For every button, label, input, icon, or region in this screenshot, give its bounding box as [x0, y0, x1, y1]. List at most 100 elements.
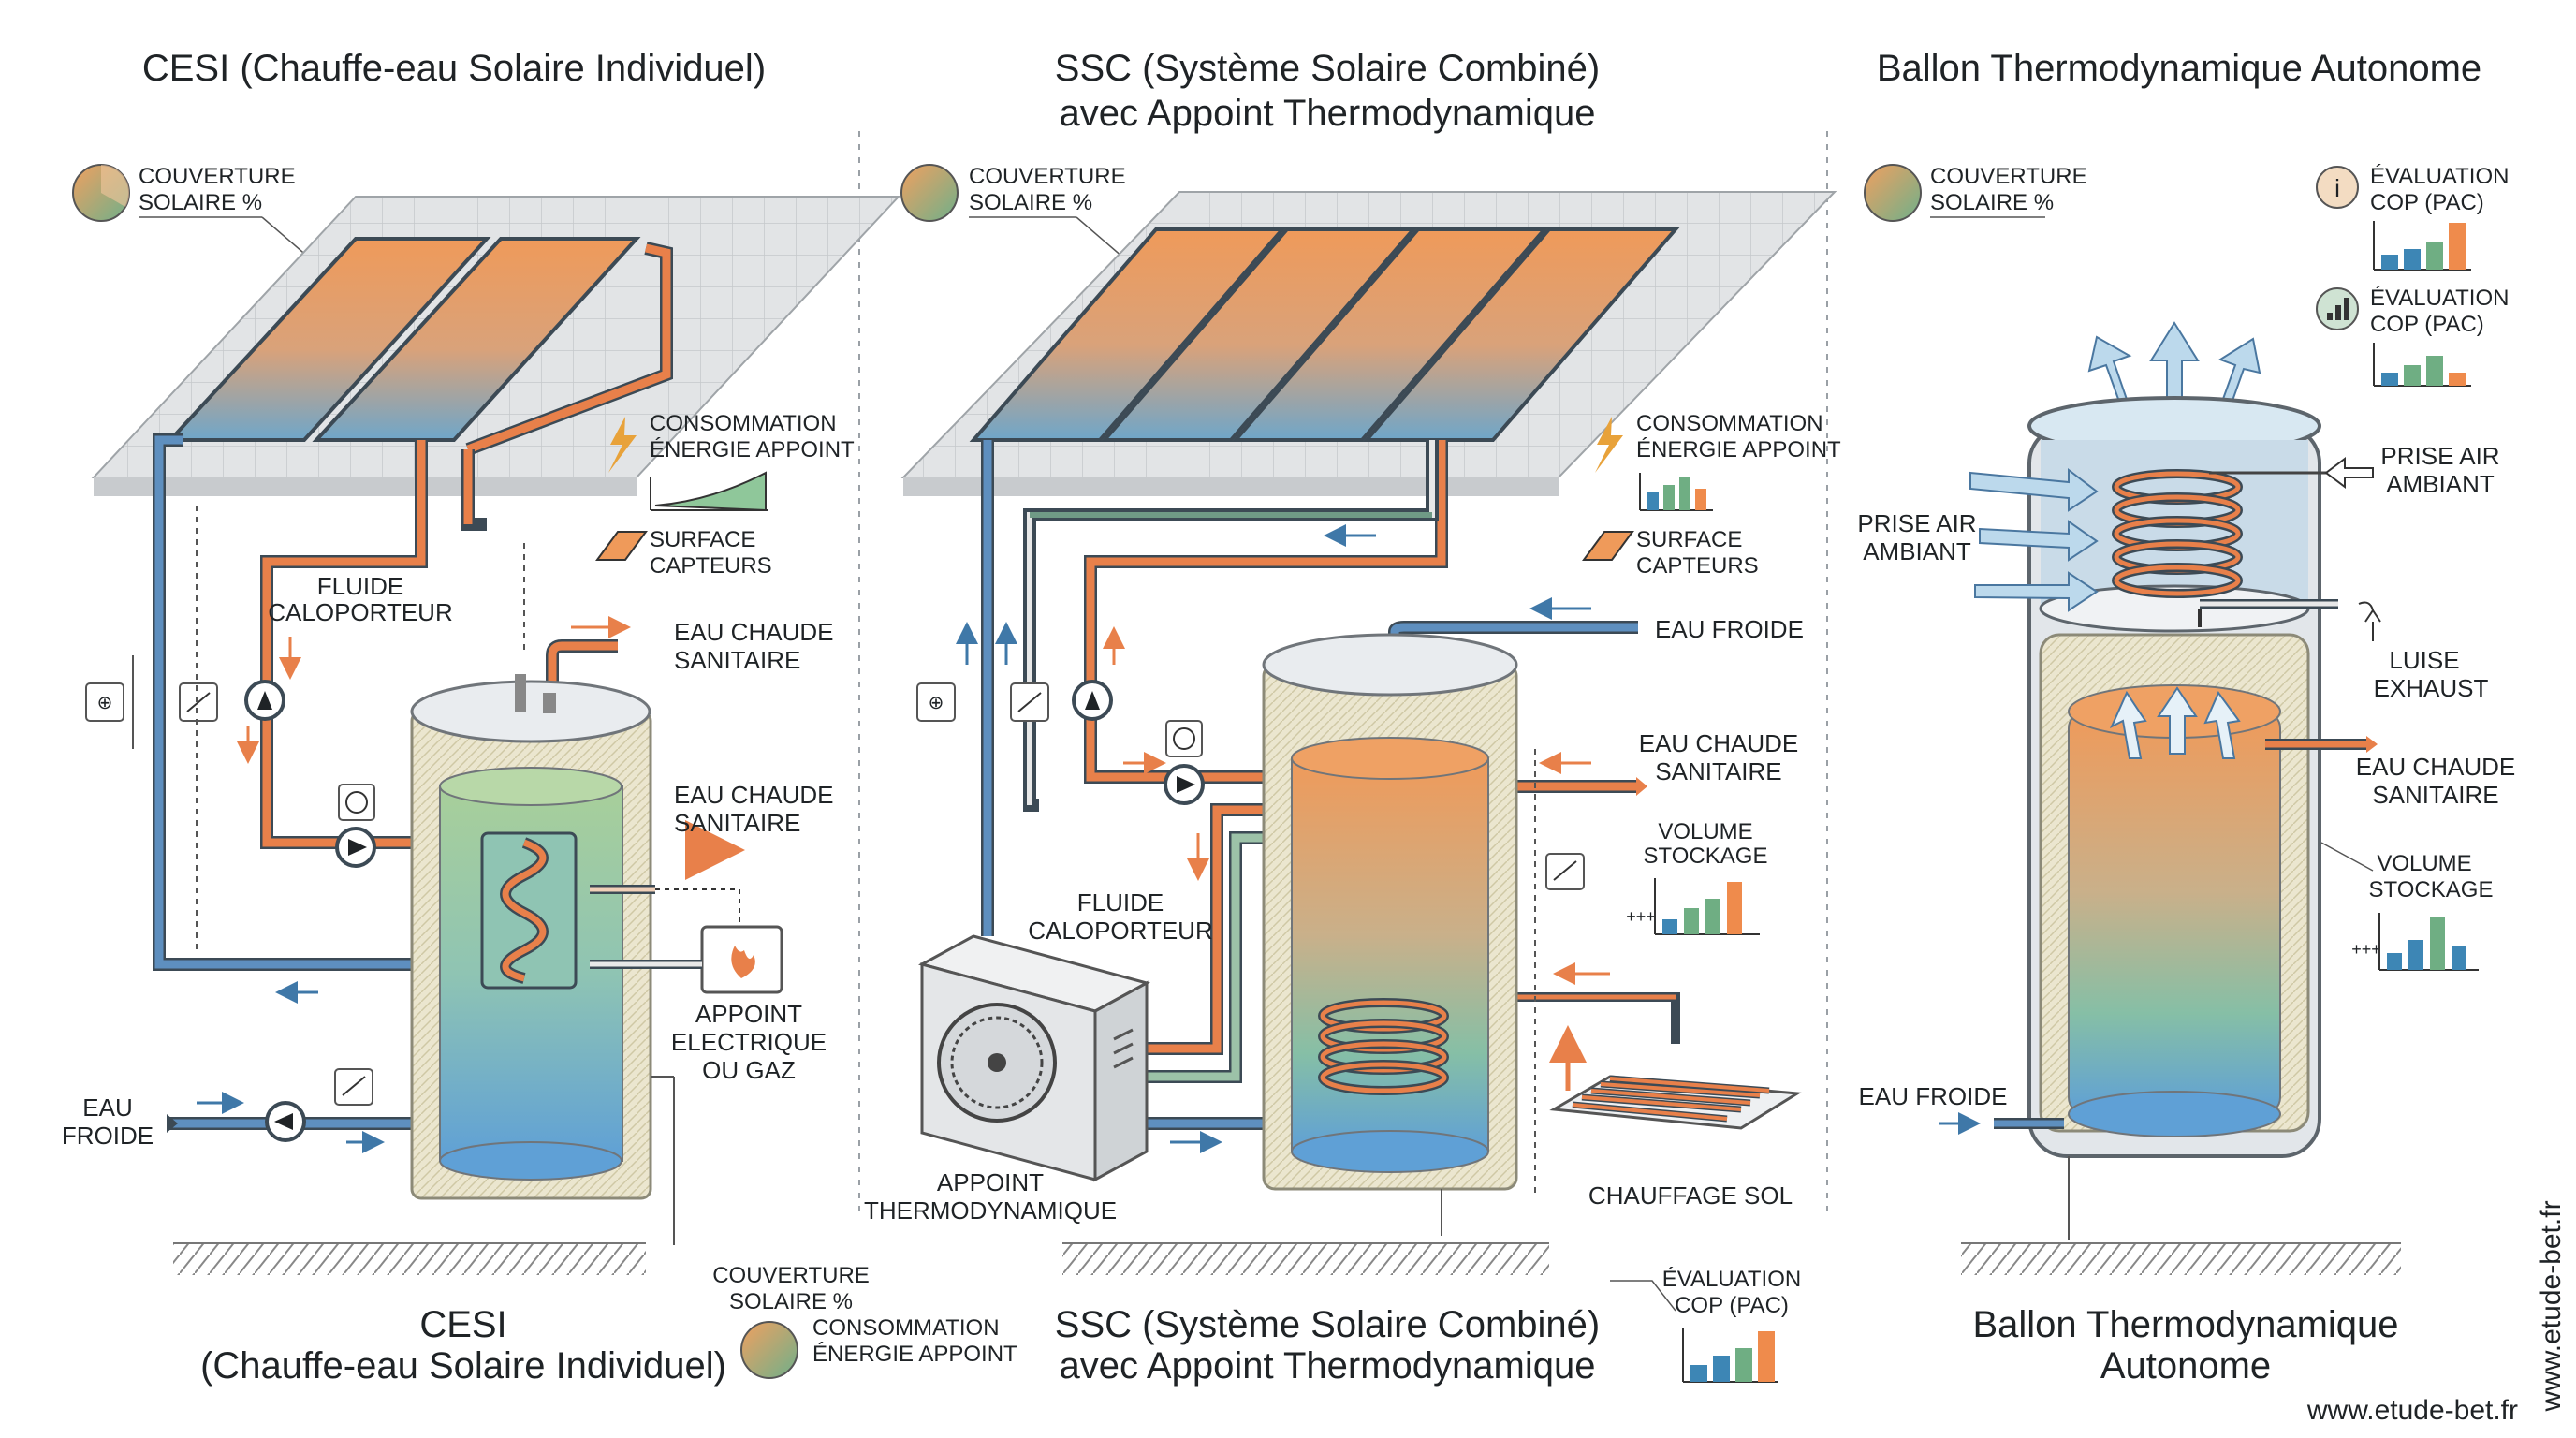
label-prise-air: AMBIANT [1863, 537, 1971, 565]
lightning-icon [608, 417, 637, 473]
kpi-label: SURFACE [650, 527, 755, 552]
bar-chart-icon [1654, 878, 1760, 935]
bar-chart-icon [2378, 913, 2479, 971]
kpi-label: COUVERTURE [969, 164, 1126, 189]
label-eau-froide: EAU FROIDE [1655, 615, 1804, 643]
svg-text:i: i [2334, 174, 2340, 202]
air-intake-arrow [1979, 520, 2099, 562]
kpi-evaluation-cop: ÉVALUATION COP (PAC) [2316, 286, 2509, 387]
collector-icon [1582, 531, 1634, 561]
label-appoint: APPOINT [937, 1168, 1044, 1196]
kpi-label: SURFACE [1636, 527, 1742, 552]
kpi-couverture-solaire: COUVERTURE SOLAIRE % [1864, 164, 2087, 222]
exhaust-arrows [2087, 321, 2261, 416]
label-fluide: CALOPORTEUR [268, 598, 452, 626]
vertical-url: www.etude-bet.fr [2536, 1200, 2567, 1412]
svg-text:⊕: ⊕ [97, 693, 113, 713]
sensor-icon [85, 682, 124, 722]
solar-collector [969, 227, 1287, 442]
panel-ssc: SSC (Système Solaire Combiné) avec Appoi… [864, 48, 1841, 1387]
panel-caption: (Chauffe-eau Solaire Individuel) [200, 1345, 726, 1387]
heat-pump-unit [918, 934, 1150, 1182]
panel-title: avec Appoint Thermodynamique [1060, 93, 1596, 134]
storage-tank [410, 674, 652, 1200]
label-prise-air: AMBIANT [2386, 470, 2495, 498]
panel-caption: avec Appoint Thermodynamique [1060, 1345, 1596, 1387]
label-eau-chaude: SANITAIRE [1655, 757, 1781, 785]
bar-chart-icon [1639, 473, 1713, 511]
kpi-label: ÉVALUATION [2370, 286, 2509, 311]
kpi-label: COP (PAC) [1675, 1293, 1789, 1318]
kpi-label: COUVERTURE [139, 164, 296, 189]
kpi-label: CAPTEURS [650, 553, 772, 579]
storage-tank [1262, 633, 1518, 1191]
solar-collector [166, 237, 491, 442]
label-eau-chaude: EAU CHAUDE [674, 781, 833, 809]
label-chauffage-sol: CHAUFFAGE SOL [1588, 1181, 1793, 1210]
label-eau-froide: FROIDE [62, 1122, 154, 1150]
info-icon [2316, 166, 2359, 209]
label-fluide: CALOPORTEUR [1028, 917, 1212, 945]
panel-caption: CESI [419, 1304, 506, 1345]
kpi-label: ÉNERGIE APPOINT [1636, 437, 1841, 462]
kpi-label: SOLAIRE % [969, 190, 1092, 215]
kpi-label: COUVERTURE [1930, 164, 2087, 189]
pie-chart-icon [900, 164, 959, 222]
label-eau-chaude: EAU CHAUDE [2356, 753, 2515, 781]
legend-label: CONSOMMATION [812, 1315, 1000, 1341]
kpi-consommation: CONSOMMATION ÉNERGIE APPOINT [608, 411, 855, 512]
kpi-label: SOLAIRE % [139, 190, 262, 215]
sensor-icon [916, 682, 956, 722]
solar-collector [1231, 227, 1549, 442]
air-intake-arrow [1969, 467, 2099, 512]
bar-chart-icon [1682, 1328, 1778, 1383]
label-prise-air: PRISE AIR [2380, 442, 2499, 470]
label-fluide: FLUIDE [317, 572, 403, 600]
panel-title: SSC (Système Solaire Combiné) [1055, 48, 1600, 89]
label-exhaust: LUISE [2389, 646, 2459, 674]
kpi-consommation: CONSOMMATION ÉNERGIE APPOINT [1595, 411, 1841, 511]
label-prise-air: PRISE AIR [1857, 509, 1976, 537]
label-appoint: THERMODYNAMIQUE [864, 1196, 1117, 1225]
panel-title: Ballon Thermodynamique Autonome [1877, 48, 2481, 89]
flame-icon [731, 946, 755, 978]
ground [173, 1243, 646, 1275]
label-eau-chaude: SANITAIRE [674, 809, 800, 837]
label-exhaust: EXHAUST [2374, 674, 2489, 702]
legend-label: ÉNERGIE APPOINT [812, 1342, 1017, 1367]
heat-pump-water-heater [2027, 396, 2338, 1158]
kpi-volume-stockage: VOLUME STOCKAGE +++ [2320, 842, 2493, 971]
air-intake-arrow [1974, 571, 2099, 612]
label-eau-chaude: EAU CHAUDE [1639, 729, 1798, 757]
label-eau-froide: EAU FROIDE [1859, 1082, 2008, 1110]
heat-exchanger-coil [1318, 998, 1449, 1095]
kpi-volume-stockage: VOLUME STOCKAGE +++ [1626, 819, 1768, 935]
pie-chart-icon [740, 1321, 798, 1379]
legend-label: COUVERTURE [712, 1263, 870, 1288]
kpi-label: STOCKAGE [1644, 844, 1768, 869]
trend-chart-icon [650, 471, 768, 512]
panel-caption: SSC (Système Solaire Combiné) [1055, 1304, 1600, 1345]
label-eau-chaude: EAU CHAUDE [674, 618, 833, 646]
condenser-coil [2112, 469, 2243, 598]
panel-cesi: CESI (Chauffe-eau Solaire Individuel) CO… [62, 48, 901, 1387]
label-eau-froide: EAU [82, 1093, 132, 1122]
panel-title: CESI (Chauffe-eau Solaire Individuel) [142, 48, 766, 89]
label-appoint: OU GAZ [702, 1056, 796, 1084]
kpi-label: COP (PAC) [2370, 312, 2484, 337]
collector-icon [595, 531, 648, 561]
solar-collector [312, 237, 641, 442]
kpi-surface-capteurs: SURFACE CAPTEURS [595, 527, 772, 579]
svg-text:⊕: ⊕ [929, 693, 944, 713]
solar-collector [1100, 227, 1418, 442]
label-fluide: FLUIDE [1077, 888, 1164, 917]
panel-caption: Autonome [2100, 1345, 2271, 1387]
kpi-couverture-solaire: COUVERTURE SOLAIRE % [72, 164, 310, 258]
bar-chart-icon [2373, 221, 2471, 271]
air-intake-arrow [2324, 457, 2374, 489]
lightning-icon [1595, 417, 1623, 473]
kpi-label: CAPTEURS [1636, 553, 1759, 579]
kpi-couverture-solaire: COUVERTURE SOLAIRE % [900, 164, 1126, 258]
footer-url[interactable]: www.etude-bet.fr [2306, 1395, 2518, 1426]
